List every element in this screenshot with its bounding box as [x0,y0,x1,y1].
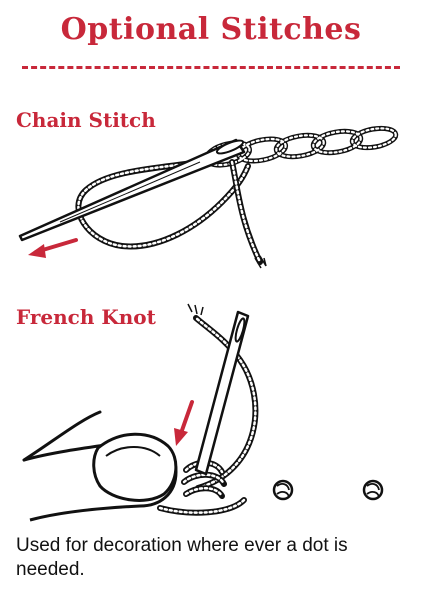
chain-stitch-illustration [18,125,399,269]
knot-dot-icon [362,479,384,501]
chain-stitch-label: Chain Stitch [16,108,156,132]
french-knot-label: French Knot [16,305,156,329]
arrow-icon [174,400,194,446]
finger-icon [22,410,178,522]
needle-icon [18,138,246,242]
french-knot-caption: Used for decoration where ever a dot is … [16,535,348,580]
needle-icon [194,310,250,476]
title-divider [22,66,400,69]
thread-icon [75,157,267,269]
thread-icon [187,303,259,491]
page-title: Optional Stitches [60,12,362,47]
arrow-icon [28,238,78,258]
knot-dot-icon [272,479,294,501]
